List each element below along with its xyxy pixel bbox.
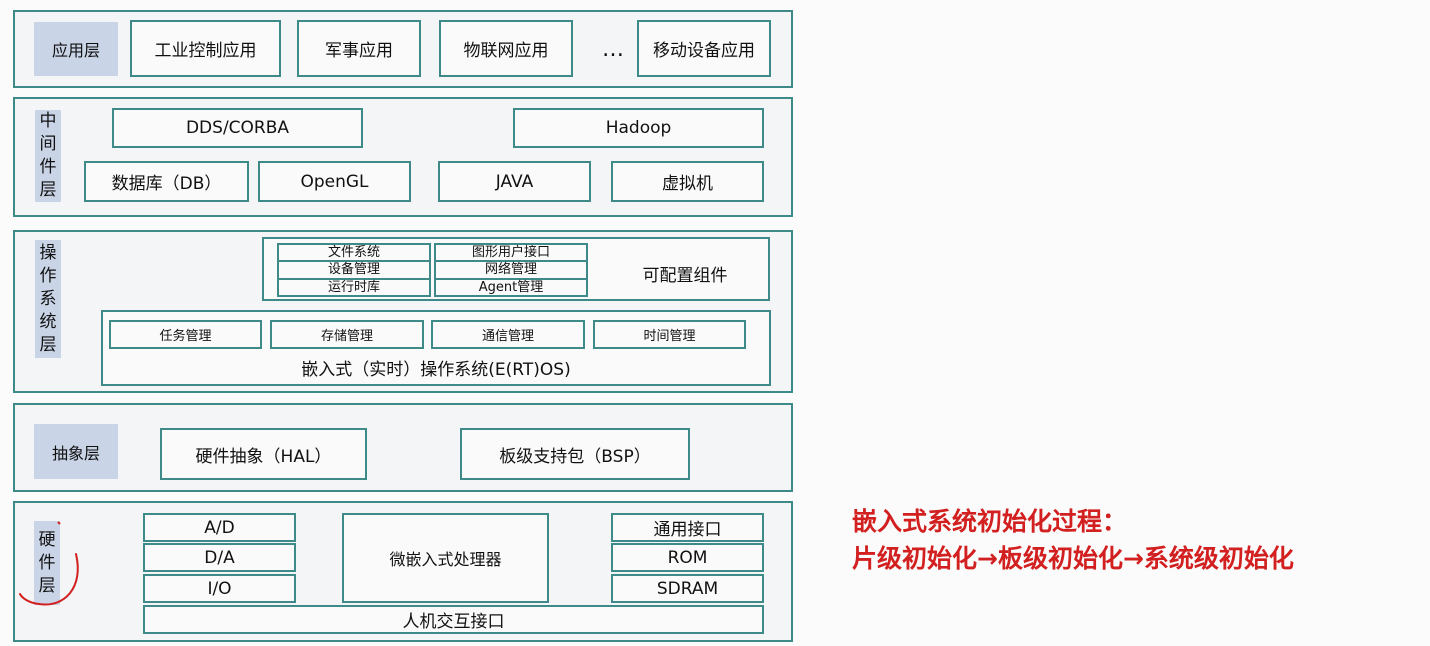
- hardware-label-char: 层: [38, 575, 56, 596]
- runtime-library-cell: 运行时库: [327, 279, 380, 295]
- gui-cell: 图形用户接口: [436, 245, 586, 263]
- middleware-label-char: 层: [39, 180, 57, 200]
- os-label-char: 层: [39, 334, 57, 355]
- rom-box: ROM: [611, 543, 764, 572]
- initialization-annotation: 嵌入式系统初始化过程： 片级初始化→板级初始化→系统级初始化: [852, 503, 1294, 577]
- network-management-cell: 网络管理: [436, 262, 586, 280]
- ertos-label: 嵌入式（实时）操作系统(E(RT)OS): [301, 359, 571, 380]
- bsp-box: 板级支持包（BSP）: [460, 428, 690, 480]
- annotation-line-2: 片级初始化→板级初始化→系统级初始化: [852, 544, 1294, 573]
- os-label-char: 作: [39, 265, 57, 286]
- hal-box: 硬件抽象（HAL）: [160, 428, 367, 480]
- os-label-char: 操: [39, 242, 57, 263]
- config-right-stack: 图形用户接口 网络管理 Agent管理: [434, 243, 588, 297]
- agent-management-cell: Agent管理: [478, 279, 544, 295]
- virtual-machine-box: 虚拟机: [611, 161, 764, 202]
- processor-box: 微嵌入式处理器: [342, 513, 549, 603]
- time-management-box: 时间管理: [593, 320, 746, 349]
- middleware-label-char: 间: [39, 134, 57, 154]
- ellipsis: …: [602, 36, 624, 62]
- io-box: I/O: [143, 574, 296, 603]
- config-left-stack: 文件系统 设备管理 运行时库: [277, 243, 431, 297]
- ad-box: A/D: [143, 513, 296, 542]
- sdram-box: SDRAM: [611, 574, 764, 603]
- os-label-char: 统: [39, 311, 57, 332]
- storage-management-box: 存储管理: [270, 320, 424, 349]
- abstraction-layer-label: 抽象层: [34, 424, 118, 479]
- file-system-cell: 文件系统: [279, 245, 429, 263]
- os-label-char: 系: [39, 288, 57, 309]
- middleware-label-char: 件: [39, 157, 57, 177]
- mobile-device-app: 移动设备应用: [637, 20, 771, 77]
- industrial-control-app: 工业控制应用: [130, 20, 281, 77]
- hmi-box: 人机交互接口: [143, 605, 764, 634]
- hadoop-box: Hadoop: [513, 108, 764, 148]
- middleware-layer-label: 中 间 件 层: [35, 110, 61, 202]
- handwritten-underline-mark: [19, 521, 79, 606]
- hardware-label-char: 件: [38, 552, 56, 573]
- communication-management-box: 通信管理: [431, 320, 585, 349]
- configurable-components-label: 可配置组件: [642, 265, 728, 286]
- database-box: 数据库（DB）: [84, 161, 249, 202]
- da-box: D/A: [143, 543, 296, 572]
- dds-corba-box: DDS/CORBA: [112, 108, 363, 148]
- iot-app: 物联网应用: [439, 20, 573, 77]
- hardware-label-char: 硬: [38, 529, 56, 550]
- general-interface-box: 通用接口: [611, 513, 764, 542]
- military-app: 军事应用: [297, 20, 421, 77]
- opengl-box: OpenGL: [258, 161, 411, 202]
- middleware-label-char: 中: [39, 111, 57, 131]
- annotation-line-1: 嵌入式系统初始化过程：: [852, 507, 1128, 536]
- device-management-cell: 设备管理: [279, 262, 429, 280]
- java-box: JAVA: [438, 161, 591, 202]
- task-management-box: 任务管理: [109, 320, 262, 349]
- hardware-layer-label: 硬 件 层: [34, 521, 60, 605]
- application-layer-label: 应用层: [34, 22, 118, 76]
- os-layer-label: 操 作 系 统 层: [35, 240, 61, 358]
